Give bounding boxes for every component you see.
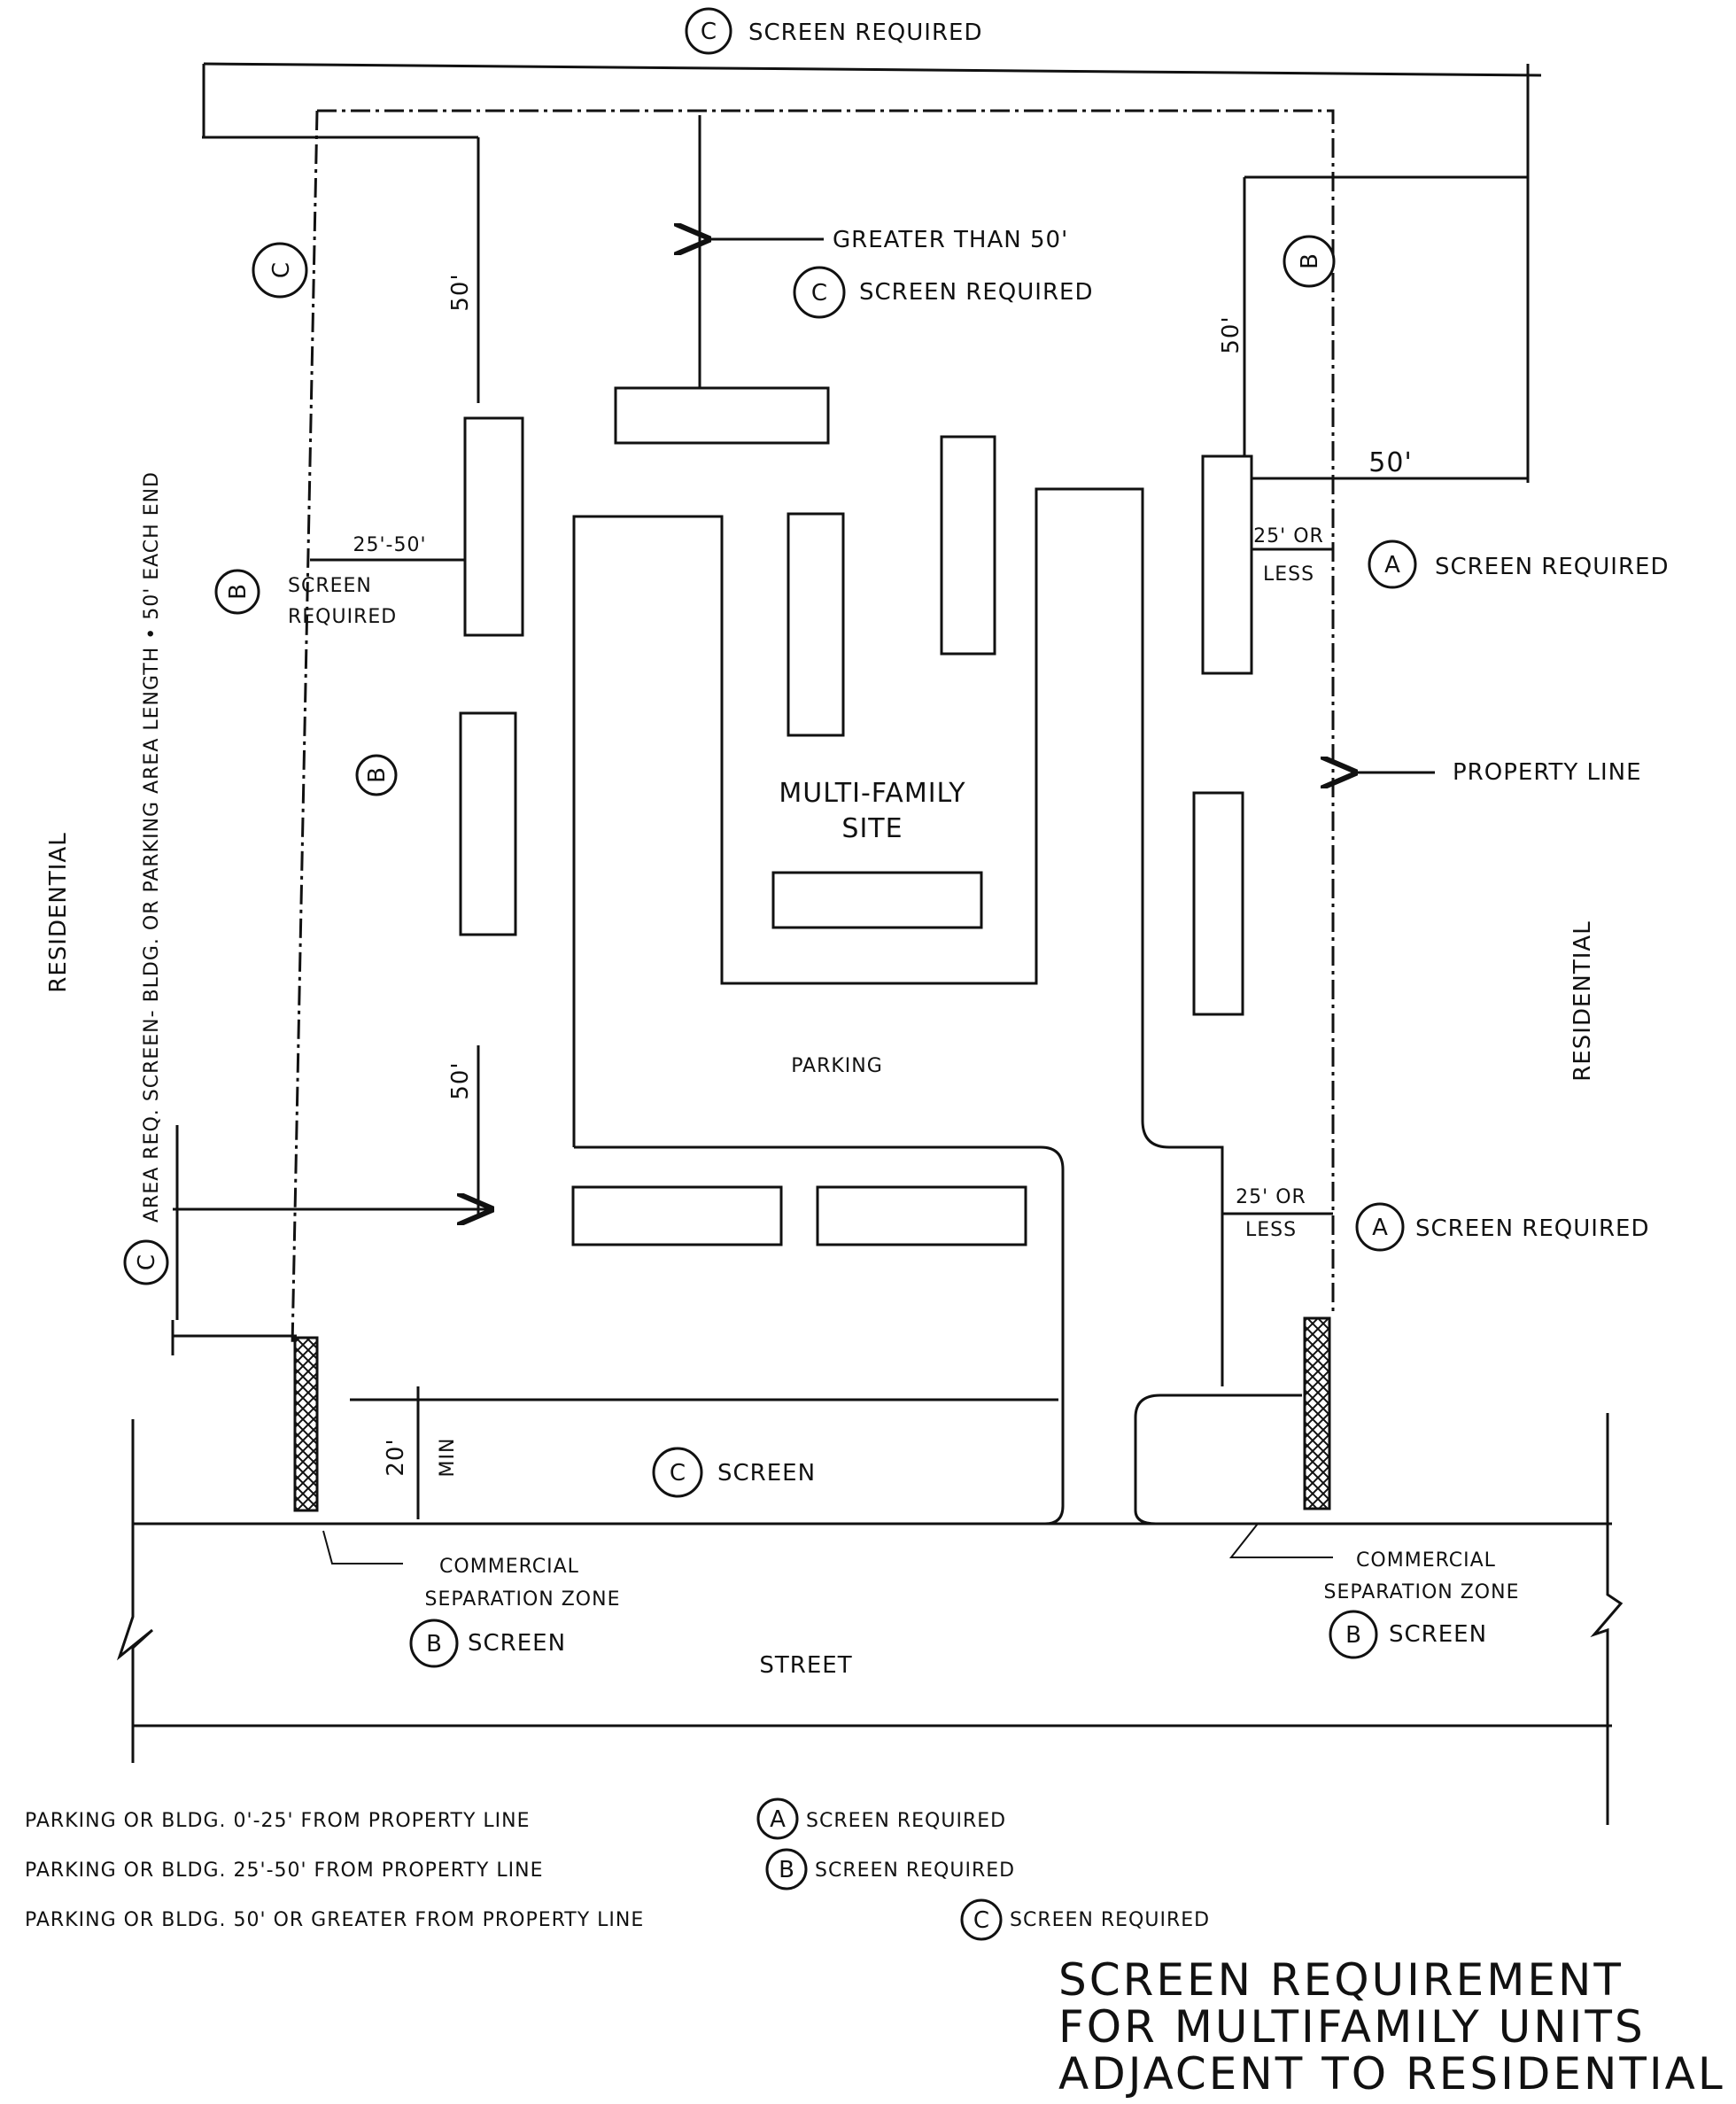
dim-50-right-horizontal: 50' [1368, 447, 1412, 478]
right-commercial-separation-zone: COMMERCIAL SEPARATION ZONE [1324, 1549, 1520, 1603]
svg-text:B: B [779, 1857, 794, 1883]
svg-text:SCREEN: SCREEN [288, 575, 372, 597]
residential-left-label: RESIDENTIAL [45, 832, 72, 992]
property-line [291, 109, 1335, 1347]
svg-text:COMMERCIAL: COMMERCIAL [439, 1556, 579, 1578]
dimension-lines [171, 62, 1542, 1519]
right-upper-distance: 25' OR LESS [1253, 525, 1324, 586]
svg-text:C: C [701, 19, 717, 45]
svg-text:B: B [1297, 253, 1323, 269]
right-separation-zone [1303, 1316, 1331, 1510]
svg-text:SCREEN: SCREEN [1389, 1621, 1487, 1648]
svg-text:B: B [1345, 1622, 1361, 1649]
svg-text:LESS: LESS [1263, 563, 1314, 586]
left-zone-c: C [252, 242, 308, 299]
street: STREET [116, 1413, 1624, 1825]
right-lower-screen: A SCREEN REQUIRED [1355, 1202, 1649, 1252]
svg-text:REQUIRED: REQUIRED [288, 606, 397, 628]
left-b-screen: B SCREEN REQUIRED [214, 569, 397, 628]
svg-text:FOR MULTIFAMILY UNITS: FOR MULTIFAMILY UNITS [1058, 2001, 1646, 2053]
left-separation-zone [293, 1336, 319, 1512]
svg-text:C: C [670, 1460, 686, 1487]
svg-text:C: C [268, 262, 295, 278]
dim-50-right-vertical: 50' [1218, 315, 1244, 353]
dim-50-left-upper: 50' [447, 273, 474, 311]
greater-than-label: GREATER THAN 50' [833, 227, 1068, 253]
svg-text:RESIDENTIAL: RESIDENTIAL [45, 832, 72, 992]
right-lower-distance: 25' OR LESS [1236, 1186, 1306, 1241]
right-upper-screen: A SCREEN REQUIRED [1368, 540, 1669, 589]
buildings [459, 386, 1253, 1246]
svg-text:C: C [811, 280, 827, 307]
site-label: MULTI-FAMILY SITE [779, 778, 965, 844]
legend-row-b: PARKING OR BLDG. 25'-50' FROM PROPERTY L… [25, 1848, 1015, 1890]
right-zone-b: B [1283, 235, 1336, 288]
svg-text:STREET: STREET [759, 1652, 852, 1679]
dim-20-min: 20' MIN [383, 1438, 459, 1478]
svg-text:SCREEN REQUIRED: SCREEN REQUIRED [806, 1810, 1006, 1832]
svg-text:SCREEN REQUIRED: SCREEN REQUIRED [1010, 1909, 1210, 1931]
residential-right-label: RESIDENTIAL [1569, 920, 1596, 1081]
svg-text:SCREEN: SCREEN [468, 1630, 566, 1657]
svg-text:A: A [1372, 1215, 1388, 1241]
svg-text:SCREEN: SCREEN [717, 1460, 816, 1487]
parking-label: PARKING [791, 1055, 883, 1077]
left-area-requirement: C AREA REQ. SCREEN- BLDG. OR PARKING ARE… [123, 471, 169, 1285]
svg-text:A: A [1384, 552, 1400, 578]
svg-text:SCREEN REQUIRED: SCREEN REQUIRED [815, 1859, 1015, 1882]
svg-text:C: C [134, 1254, 160, 1270]
right-b-bottom-screen: B SCREEN [1329, 1610, 1487, 1659]
svg-text:PARKING OR BLDG. 25'-50' FROM: PARKING OR BLDG. 25'-50' FROM PROPERTY L… [25, 1859, 543, 1882]
svg-text:25' OR: 25' OR [1253, 525, 1324, 547]
svg-text:B: B [426, 1631, 442, 1658]
svg-text:SCREEN REQUIREMENT: SCREEN REQUIREMENT [1058, 1954, 1624, 2006]
svg-text:25' OR: 25' OR [1236, 1186, 1306, 1208]
svg-text:B: B [364, 767, 391, 783]
property-line-label: PROPERTY LINE [1453, 759, 1642, 786]
svg-text:A: A [770, 1806, 786, 1833]
left-zone-b: B [355, 754, 398, 796]
left-b-bottom-screen: B SCREEN [409, 1619, 566, 1668]
svg-text:SCREEN REQUIRED: SCREEN REQUIRED [1435, 554, 1669, 580]
svg-text:PARKING OR BLDG. 50' OR GREATE: PARKING OR BLDG. 50' OR GREATER FROM PRO… [25, 1909, 644, 1931]
svg-text:COMMERCIAL: COMMERCIAL [1356, 1549, 1496, 1572]
svg-text:MIN: MIN [437, 1438, 459, 1478]
svg-text:SEPARATION ZONE: SEPARATION ZONE [425, 1588, 621, 1611]
svg-text:B: B [225, 584, 252, 600]
svg-text:PARKING OR BLDG. 0'-25' FROM P: PARKING OR BLDG. 0'-25' FROM PROPERTY LI… [25, 1810, 530, 1832]
svg-text:MULTI-FAMILY: MULTI-FAMILY [779, 778, 965, 809]
svg-text:SCREEN REQUIRED: SCREEN REQUIRED [748, 19, 982, 46]
top-screen-label: C SCREEN REQUIRED [685, 7, 982, 55]
dim-25-50: 25'-50' [353, 534, 426, 556]
svg-text:ADJACENT TO RESIDENTIAL: ADJACENT TO RESIDENTIAL [1058, 2048, 1725, 2100]
diagram-title: SCREEN REQUIREMENT FOR MULTIFAMILY UNITS… [1058, 1954, 1725, 2100]
upper-center-screen: C SCREEN REQUIRED [793, 266, 1093, 319]
svg-text:20': 20' [383, 1438, 409, 1476]
left-commercial-separation-zone: COMMERCIAL SEPARATION ZONE [425, 1556, 621, 1611]
legend-row-c: PARKING OR BLDG. 50' OR GREATER FROM PRO… [25, 1898, 1210, 1941]
svg-text:AREA REQ. SCREEN- BLDG. OR PAR: AREA REQ. SCREEN- BLDG. OR PARKING AREA … [141, 471, 163, 1223]
svg-text:SCREEN REQUIRED: SCREEN REQUIRED [859, 279, 1093, 306]
bottom-c-screen: C SCREEN [652, 1447, 816, 1498]
legend-row-a: PARKING OR BLDG. 0'-25' FROM PROPERTY LI… [25, 1797, 1006, 1840]
svg-text:LESS: LESS [1245, 1219, 1297, 1241]
svg-text:SITE: SITE [841, 813, 903, 844]
svg-text:SEPARATION ZONE: SEPARATION ZONE [1324, 1581, 1520, 1603]
svg-text:SCREEN REQUIRED: SCREEN REQUIRED [1415, 1215, 1649, 1242]
dim-50-left-lower: 50' [447, 1061, 474, 1099]
svg-text:C: C [973, 1907, 989, 1934]
